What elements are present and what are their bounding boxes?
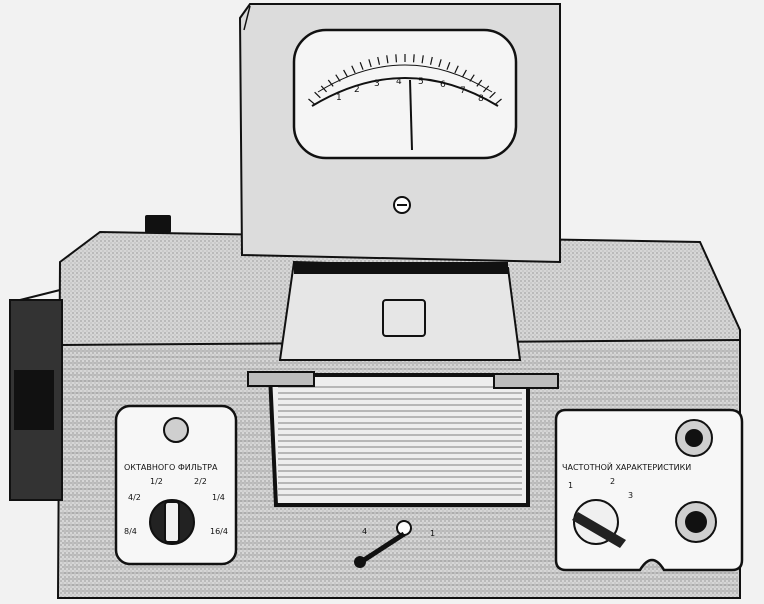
scale-number: 2 [354,85,360,95]
knob-mark: 2/2 [194,477,207,486]
compartment-latch [382,299,426,337]
response-selector-knob[interactable] [572,499,626,548]
scale-tick [351,65,356,74]
knob-mark: 4/2 [128,493,141,502]
indicator-lamp [163,417,189,443]
scale-number: 1 [336,93,342,103]
knob-mark: 8/4 [124,527,137,536]
scale-number: 3 [374,79,380,89]
right-control-panel: ЧАСТОТНОЙ ХАРАКТЕРИСТИКИ 1 2 3 [554,408,744,572]
knob-mark: 2 [610,477,615,486]
scale-number: 6 [440,80,446,90]
scale-tick [343,69,349,78]
scale-tick [476,79,483,87]
scale-number: 5 [418,77,424,87]
top-knob [145,215,171,233]
scale-tick [320,85,328,93]
input-connector-bottom[interactable] [675,501,717,543]
scale-tick [314,91,321,99]
scale-tick [308,98,315,105]
scale-number: 7 [460,86,466,96]
hinge-left [247,371,315,387]
knob-mark: 1 [568,481,573,490]
input-connector-top[interactable] [675,419,713,457]
scale-tick [335,74,341,82]
front-flap [247,371,559,507]
scale-tick [438,59,442,68]
switch-mark: 1 [430,529,435,538]
panel-label: ОКТАВНОГО ФИЛЬТРА [124,463,218,472]
knob-mark: 3 [628,491,633,500]
scale-tick [495,98,502,105]
knob-mark: 1/4 [212,493,225,502]
left-control-panel: ОКТАВНОГО ФИЛЬТРА 1/2 2/2 4/2 1/4 8/4 16… [114,404,238,566]
meter-lid: 1 2 3 4 5 6 7 8 [238,3,561,264]
filter-selector-knob[interactable] [149,499,195,545]
scale-number: 4 [396,77,402,87]
scale-tick [461,69,467,78]
switch-mark: 4 [362,527,367,536]
scale-tick [368,59,372,68]
scale-number: 8 [478,94,484,104]
scale-tick [421,55,424,64]
meter-needle [409,79,413,151]
scale-tick [386,55,389,64]
scale-tick [377,56,381,65]
scale-tick [469,74,475,82]
scale-ticks [308,54,502,105]
hinge-right [493,373,559,389]
side-handle [9,289,63,501]
scale-tick [454,65,459,74]
knob-mark: 16/4 [210,527,228,536]
center-compartment [278,260,522,361]
scale-tick [489,91,496,99]
zero-adjust-screw [393,196,411,214]
scale-tick [482,85,490,93]
meter-face [292,28,518,160]
scale-tick [429,56,433,65]
scale-tick [412,54,415,63]
scale-tick [327,79,334,87]
knob-mark: 1/2 [150,477,163,486]
scale-tick [395,54,398,63]
scale-tick [359,62,364,70]
scale-numbers: 1 2 3 4 5 6 7 8 [336,77,484,104]
panel-label: ЧАСТОТНОЙ ХАРАКТЕРИСТИКИ [562,461,691,472]
power-toggle-switch[interactable]: 4 1 [354,520,435,568]
scale-tick [446,62,451,70]
